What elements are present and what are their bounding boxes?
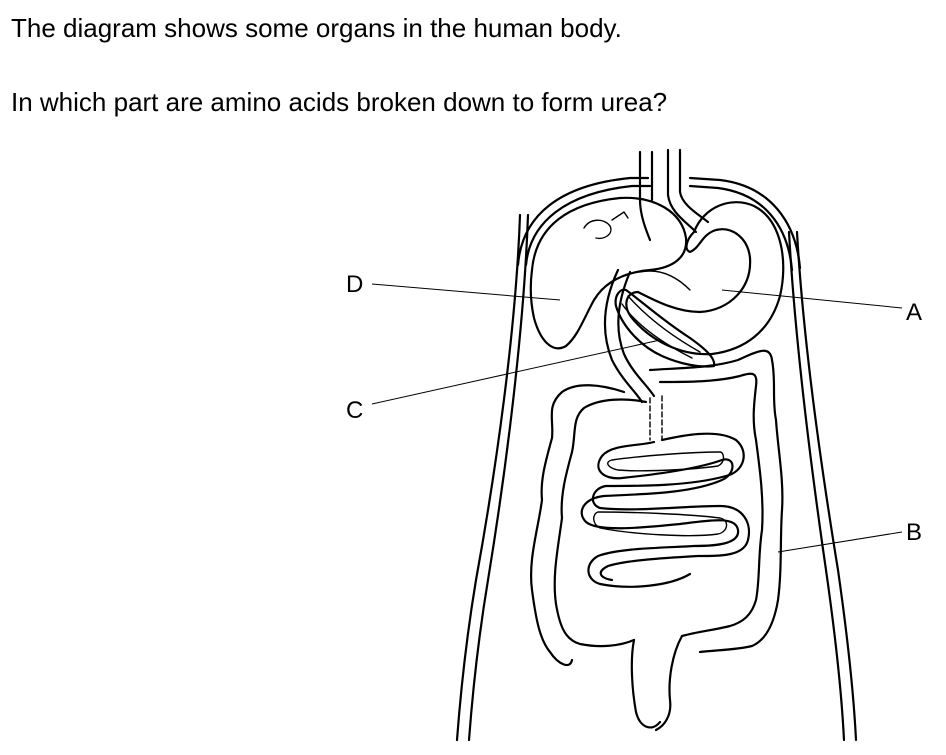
leader-line-d [371,283,561,301]
label-d: D [346,271,363,298]
label-b: B [906,519,922,546]
pancreas [614,288,716,368]
question-prompt: In which part are amino acids broken dow… [11,87,668,117]
question-intro: The diagram shows some organs in the hum… [11,13,622,43]
small-intestine [580,432,751,588]
large-intestine [530,349,784,732]
stomach [625,201,785,356]
label-c: C [346,397,363,424]
label-a: A [906,299,922,326]
duodenum [603,268,691,441]
leader-line-b [777,531,903,553]
leader-line-c [371,339,661,405]
diaphragm [516,176,802,272]
torso-outline [455,213,858,742]
liver [529,196,688,350]
leader-line-a [721,289,903,309]
oesophagus [638,148,710,242]
